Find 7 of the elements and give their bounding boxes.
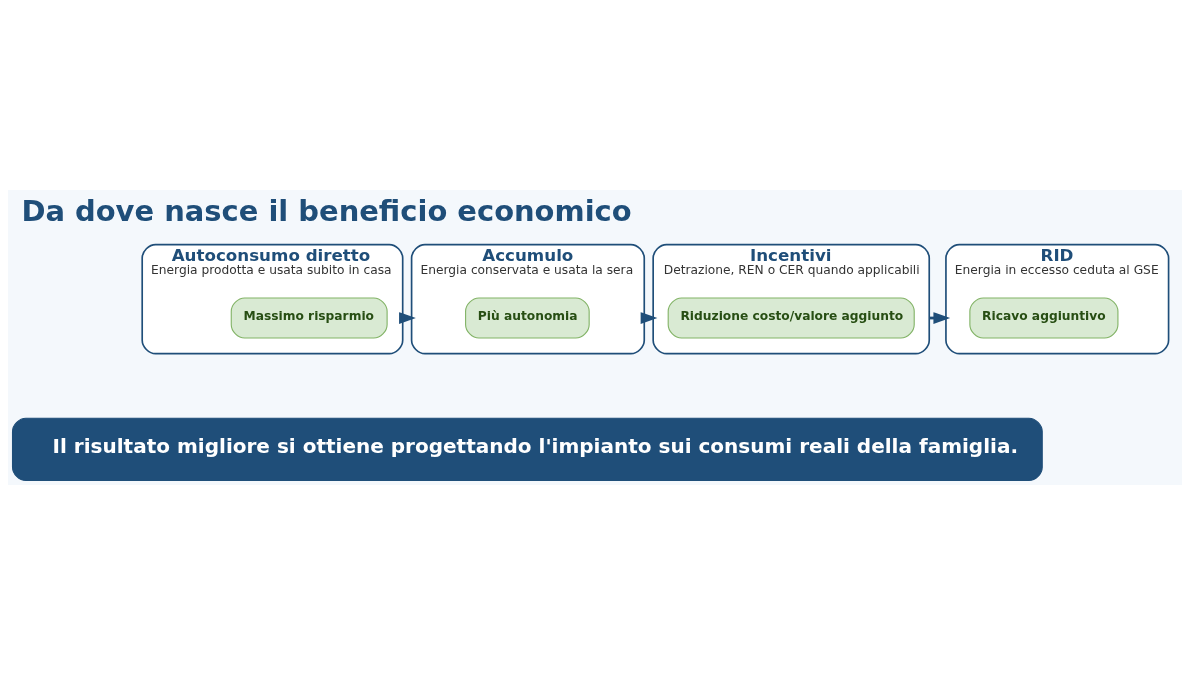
node-box: Più autonomia [465,297,590,339]
diagram-title: Da dove nasce il beneficio economico [21,193,632,228]
node-box: Riduzione costo/valore aggiunto [667,297,915,339]
node-box: Massimo risparmio [230,297,388,339]
node-box: Ricavo aggiuntivo [969,297,1119,339]
arrow [640,312,658,324]
node-box: Il risultato migliore si ottiene progettando l'impianto sui consumi reali della famiglia. [11,417,1043,482]
